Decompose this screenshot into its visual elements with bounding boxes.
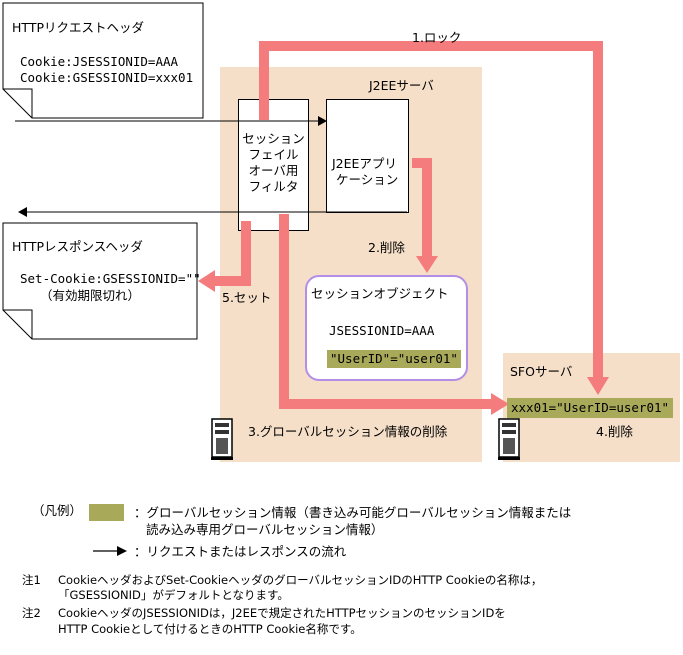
- request-cookie-gsessionid: Cookie:GSESSIONID=xxx01: [20, 70, 194, 85]
- legend-global-session-swatch: [89, 504, 124, 521]
- legend-title: （凡例）: [32, 503, 83, 518]
- response-expired-note: （有効期限切れ）: [40, 288, 141, 303]
- step-delete2-label: 2.削除: [368, 240, 405, 255]
- note-2-label: 注2: [22, 606, 41, 620]
- server-icon: [498, 418, 520, 460]
- note-1-label: 注1: [22, 573, 41, 587]
- set-cookie-arrow: [214, 221, 251, 286]
- step-delete4-label: 4.削除: [596, 424, 633, 439]
- note-2-text-1: CookieヘッダのJSESSIONIDは，J2EEで規定されたHTTPセッショ…: [58, 606, 506, 620]
- j2ee-application-label: J2EEアプリ ケーション: [332, 156, 399, 187]
- legend-global-session-text-2: 読み込み専用グローバルセッション情報）: [146, 522, 384, 537]
- step-lock-label: 1.ロック: [412, 30, 462, 45]
- lock-arrow: [259, 41, 603, 378]
- j2ee-server-label: J2EEサーバ: [369, 78, 434, 93]
- global-delete-arrow: [279, 214, 492, 409]
- global-delete-arrowhead: [491, 393, 509, 415]
- set-cookie-arrowhead: [198, 270, 215, 292]
- note-2-text-2: HTTP Cookieとして付けるときのHTTP Cookie名称です。: [58, 622, 362, 636]
- step-set-label: 5.セット: [222, 290, 272, 305]
- app-delete-arrowhead: [416, 256, 438, 273]
- legend-global-session-text-1: ：グローバルセッション情報（書き込み可能グローバルセッション情報または: [134, 505, 572, 520]
- lock-arrowhead: [587, 377, 609, 395]
- session-jsessionid: JSESSIONID=AAA: [329, 323, 435, 338]
- legend-flow-arrow-icon: [93, 546, 127, 556]
- response-header-document: [2, 222, 198, 340]
- session-object-title: セッションオブジェクト: [311, 286, 449, 301]
- legend-flow-text: ：リクエストまたはレスポンスの流れ: [134, 544, 347, 559]
- session-userid-global-info: "UserID"="user01": [327, 350, 461, 368]
- app-delete-arrow: [412, 158, 432, 258]
- response-set-cookie: Set-Cookie:GSESSIONID="": [20, 271, 201, 286]
- note-1-text-1: CookieヘッダおよびSet-CookieヘッダのグローバルセッションIDのH…: [58, 573, 543, 587]
- server-icon: [211, 418, 233, 460]
- request-header-title: HTTPリクエストヘッダ: [12, 20, 144, 35]
- note-1-text-2: 「GSESSIONID」がデフォルトとなります。: [58, 588, 289, 602]
- failover-filter-label: セッション フェイル オーバ用 フィルタ: [242, 131, 305, 194]
- j2ee-application-box: [326, 99, 409, 213]
- sfo-server-label: SFOサーバ: [510, 364, 573, 379]
- request-cookie-jsessionid: Cookie:JSESSIONID=AAA: [20, 54, 179, 69]
- request-header-document: [2, 2, 204, 119]
- step-delete-global-label: 3.グローバルセッション情報の削除: [248, 424, 448, 439]
- sfo-global-session-entry: xxx01="UserID=user01": [507, 398, 674, 418]
- response-header-title: HTTPレスポンスヘッダ: [12, 239, 143, 254]
